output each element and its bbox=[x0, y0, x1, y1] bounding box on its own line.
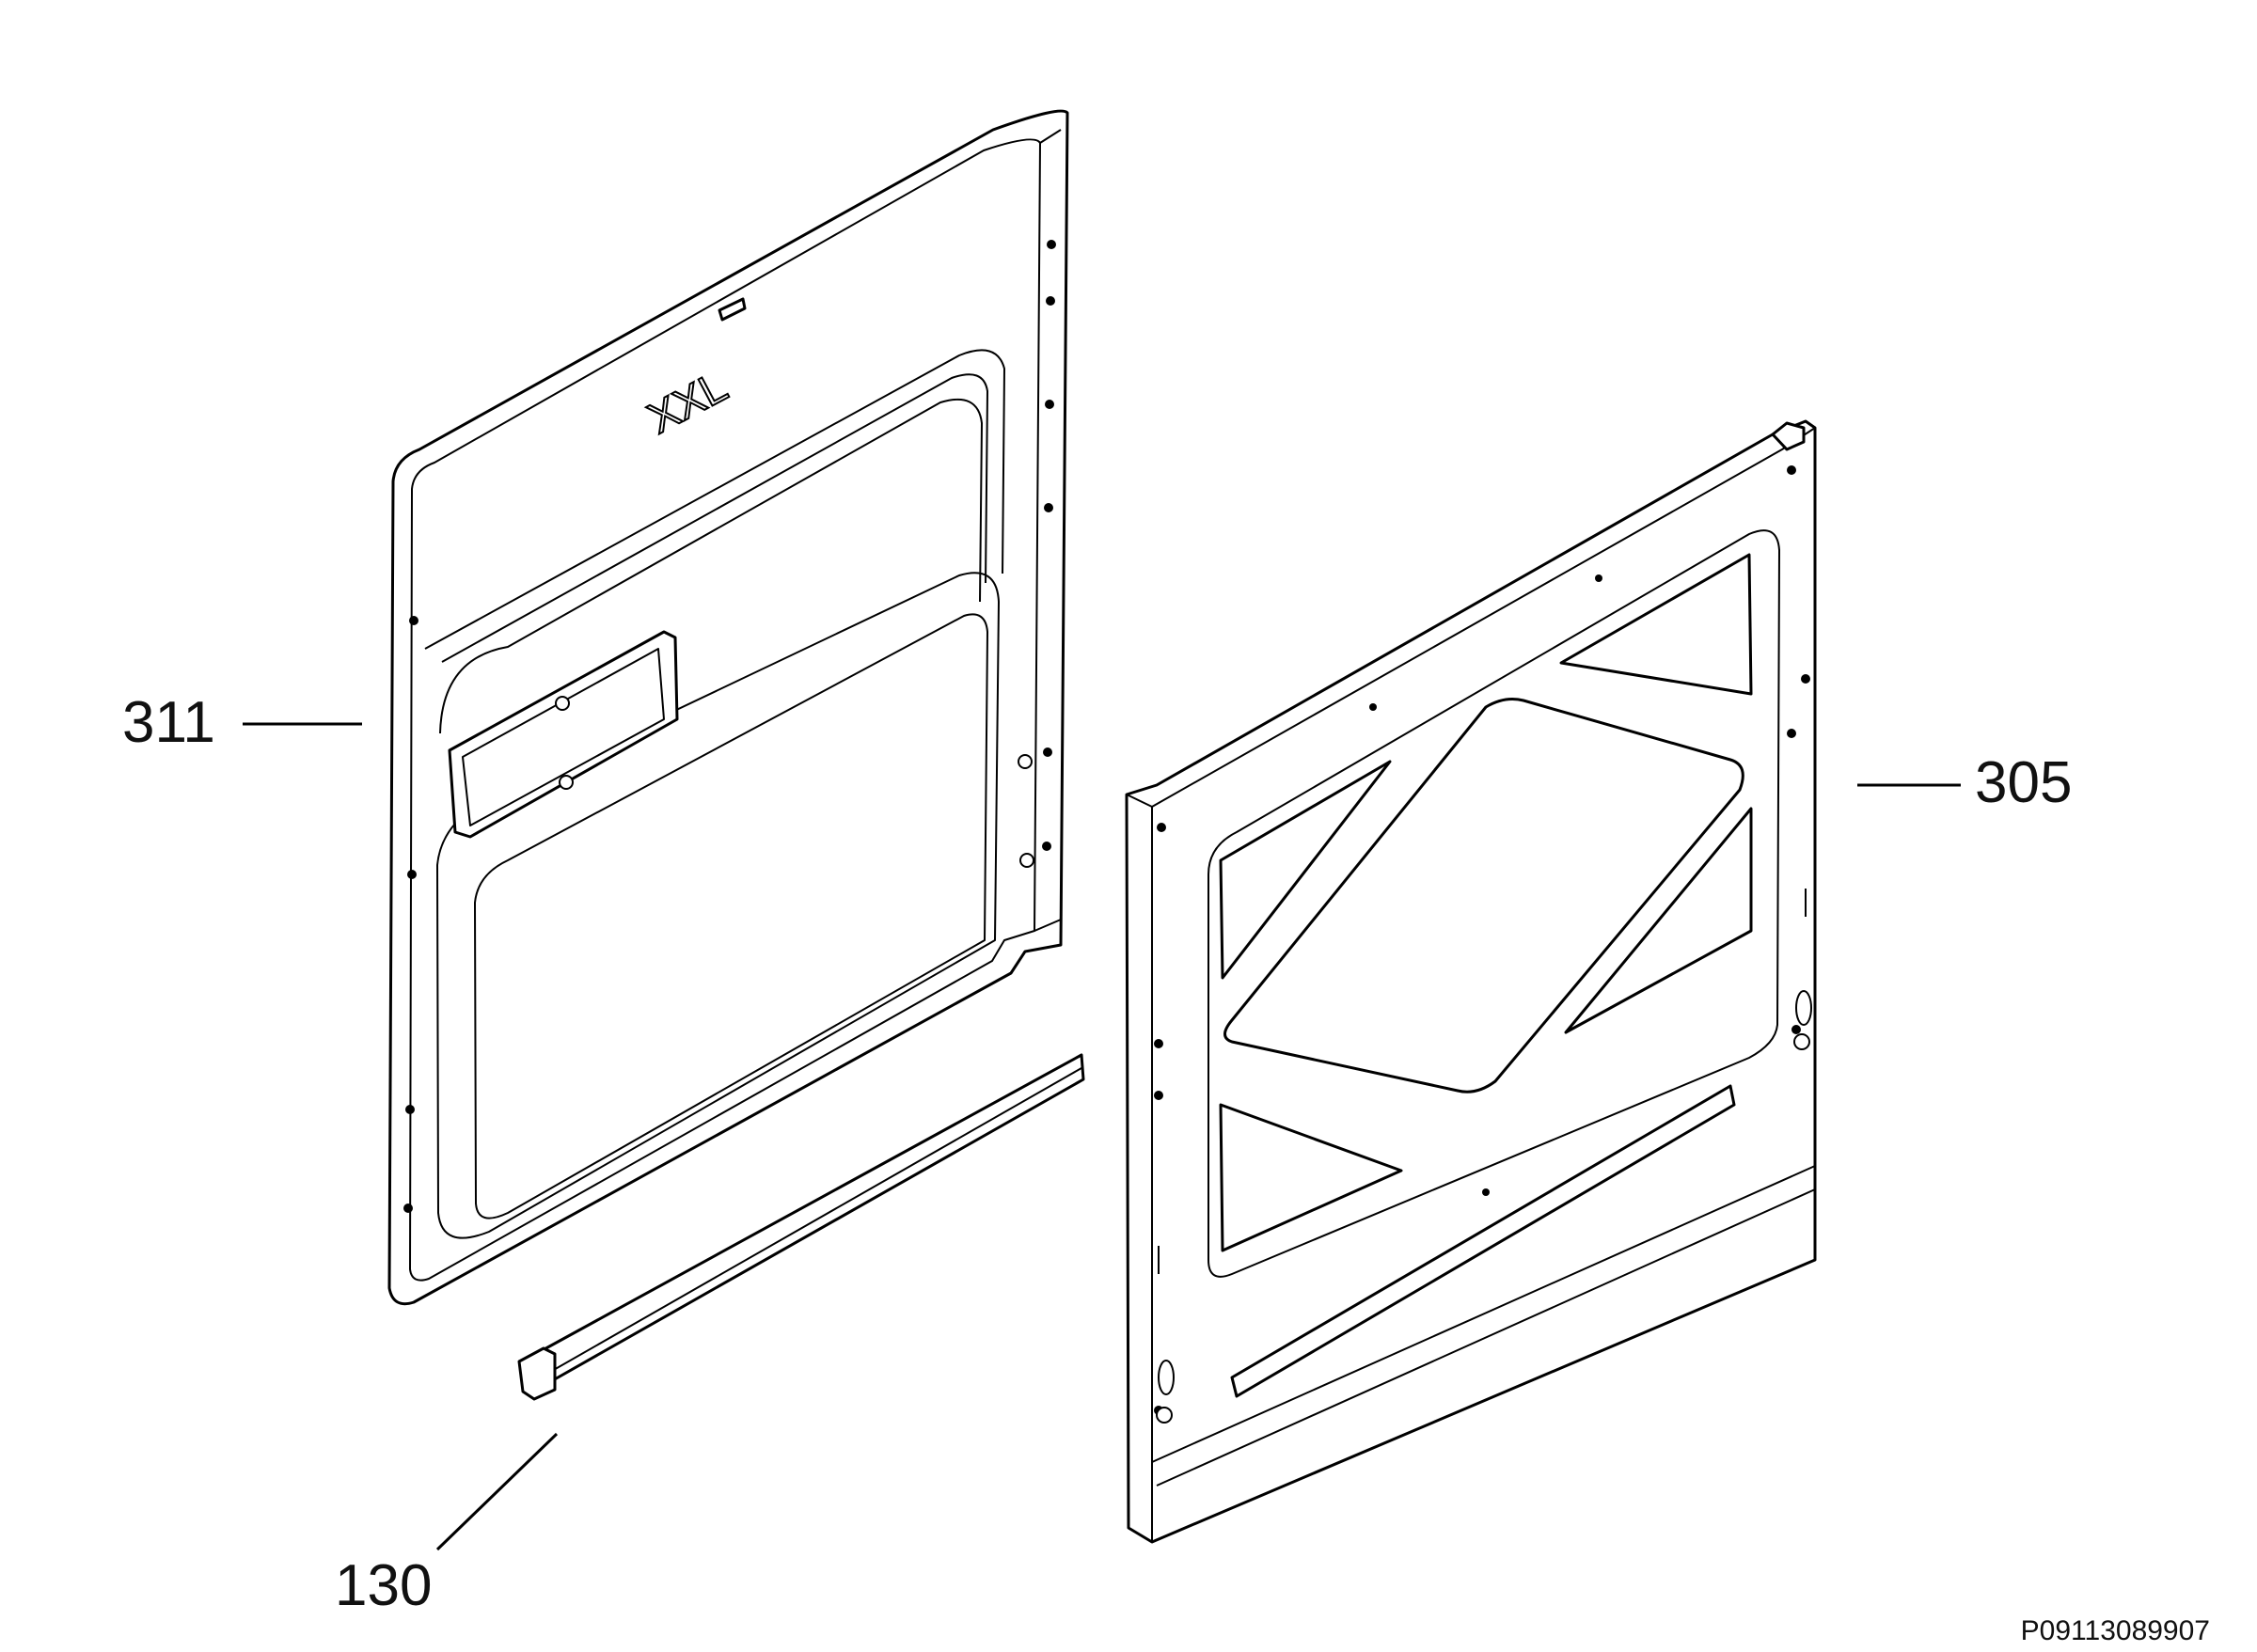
panel-311-side-flange bbox=[1034, 129, 1062, 932]
dispenser-opening bbox=[448, 630, 679, 839]
dispenser-screw-2 bbox=[559, 775, 574, 790]
frame-305-holes bbox=[1154, 465, 1812, 1424]
panel-311-middle-recess bbox=[439, 398, 983, 734]
callout-130: 130 bbox=[335, 1553, 433, 1618]
dispenser-opening-inner bbox=[462, 648, 665, 826]
callout-311: 311 bbox=[122, 690, 215, 755]
panel-311-lower-recess-inner bbox=[474, 613, 988, 1219]
inner-door-panel-311: XXL bbox=[387, 109, 1069, 1306]
frame-window-top-right bbox=[1559, 553, 1753, 696]
frame-slot bbox=[1230, 1084, 1736, 1398]
frame-window-bottom-left bbox=[1219, 1103, 1403, 1252]
panel-311-upper-recess-inner bbox=[441, 373, 988, 663]
frame-305-bottom-strip bbox=[1151, 1165, 1816, 1487]
panel-311-inner-rim bbox=[409, 138, 1041, 1282]
panel-311-upper-recess bbox=[424, 349, 1005, 650]
outer-door-frame-305 bbox=[1125, 419, 1817, 1544]
drawing-code: P09113089907 bbox=[2020, 1615, 2210, 1646]
top-clip bbox=[718, 297, 747, 322]
seal-strip-groove bbox=[545, 1067, 1082, 1376]
seal-strip-end-cap bbox=[517, 1346, 557, 1401]
leader-130 bbox=[435, 1432, 559, 1551]
frame-window-diamond bbox=[1223, 698, 1744, 1093]
callout-305: 305 bbox=[1975, 750, 2073, 815]
frame-top-bracket bbox=[1771, 421, 1806, 451]
frame-305-cutout-border bbox=[1207, 529, 1780, 1278]
panel-311-side-holes bbox=[403, 240, 1056, 1213]
seal-strip-130 bbox=[517, 1053, 1085, 1401]
panel-311-outer bbox=[387, 109, 1069, 1306]
frame-window-right bbox=[1564, 807, 1753, 1034]
frame-window-top-left bbox=[1219, 760, 1392, 980]
dispenser-screw-1 bbox=[555, 696, 570, 711]
